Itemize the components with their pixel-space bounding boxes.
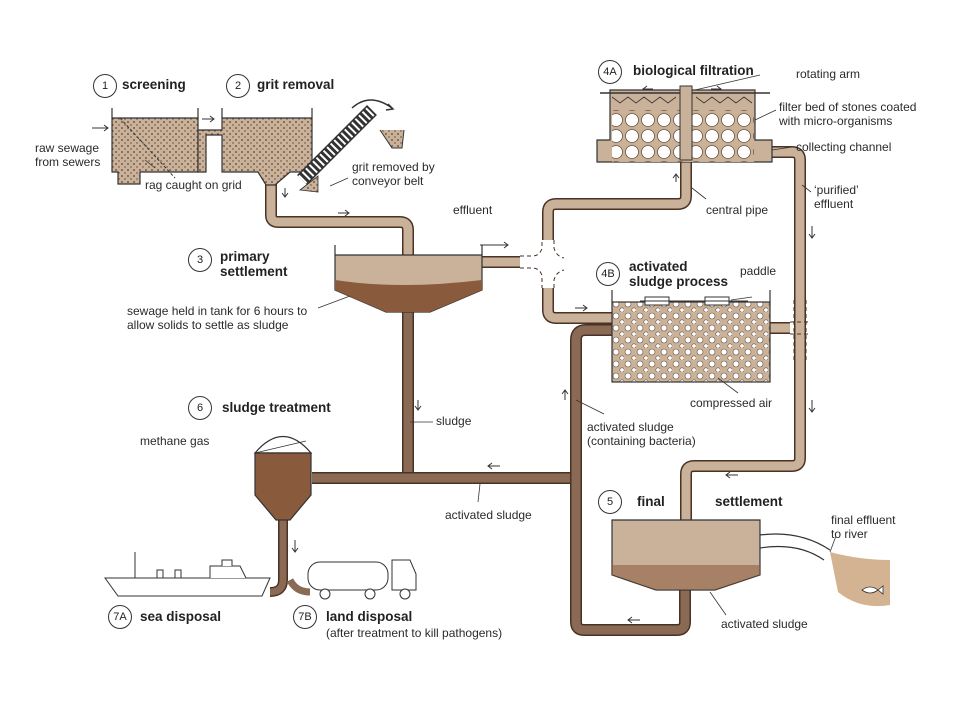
label-purified-effluent: ‘purified’ effluent	[814, 183, 859, 211]
label-filter-bed: filter bed of stones coated with micro-o…	[779, 100, 917, 128]
label-rotating-arm: rotating arm	[796, 67, 861, 81]
ship	[104, 552, 271, 597]
label-raw-sewage: raw sewage from sewers	[35, 141, 101, 169]
label-rag: rag caught on grid	[145, 178, 242, 192]
stage-6-title: sludge treatment	[222, 400, 331, 415]
label-sludge: sludge	[436, 414, 472, 428]
label-grit-conveyor: grit removed by conveyor belt	[352, 160, 435, 188]
label-activated-sludge-bacteria: activated sludge (containing bacteria)	[587, 420, 696, 448]
stage-3-title: primary settlement	[220, 249, 288, 279]
pipe-to-biofilter	[542, 150, 692, 240]
stage-1-title: screening	[122, 77, 186, 92]
sludge-digester	[253, 436, 313, 521]
label-paddle: paddle	[740, 264, 777, 278]
stage-4a-title: biological filtration	[633, 63, 754, 78]
leader-lines	[144, 74, 837, 616]
stage-3-number: 3	[188, 248, 212, 272]
stage-7b-title: land disposal	[326, 609, 413, 624]
stage-4b-number: 4B	[596, 262, 620, 286]
stage-7b-number: 7B	[293, 605, 317, 629]
label-effluent: effluent	[453, 203, 493, 217]
final-settlement-tank	[611, 519, 831, 591]
screening-tank	[111, 108, 199, 185]
stage-5-number: 5	[598, 490, 622, 514]
stage-2-number: 2	[226, 74, 250, 98]
biological-filter	[596, 85, 773, 163]
stage-7a-number: 7A	[108, 605, 132, 629]
stage-4a-number: 4A	[598, 60, 622, 84]
stage-6-number: 6	[188, 396, 212, 420]
stage-2-title: grit removal	[257, 77, 335, 92]
primary-settlement-tank	[334, 245, 483, 313]
grit-conveyor-belt	[297, 99, 405, 193]
pipe-network	[265, 146, 806, 636]
label-central-pipe: central pipe	[706, 203, 769, 217]
grit-removal-tank	[197, 108, 313, 186]
activated-sludge-tank	[611, 290, 771, 383]
label-activated-sludge-mid: activated sludge	[445, 508, 532, 522]
stage-7a-title: sea disposal	[140, 609, 222, 624]
label-final-effluent: final effluent to river	[831, 513, 896, 541]
stage-4b-title: activated sludge process	[629, 259, 729, 289]
label-compressed-air: compressed air	[690, 396, 773, 410]
stage-5-title-settlement: settlement	[715, 494, 783, 509]
tanker-truck	[307, 559, 417, 600]
label-methane: methane gas	[140, 434, 210, 448]
river	[830, 552, 890, 607]
dashed-connectors	[520, 240, 808, 360]
stage-5-title: final	[637, 494, 665, 509]
label-activated-sludge-final: activated sludge	[721, 617, 808, 631]
label-sewage-held: sewage held in tank for 6 hours to allow…	[127, 304, 308, 332]
label-collecting-channel: collecting channel	[796, 140, 892, 154]
stage-1-number: 1	[93, 74, 117, 98]
land-disposal-note: (after treatment to kill pathogens)	[326, 626, 503, 640]
